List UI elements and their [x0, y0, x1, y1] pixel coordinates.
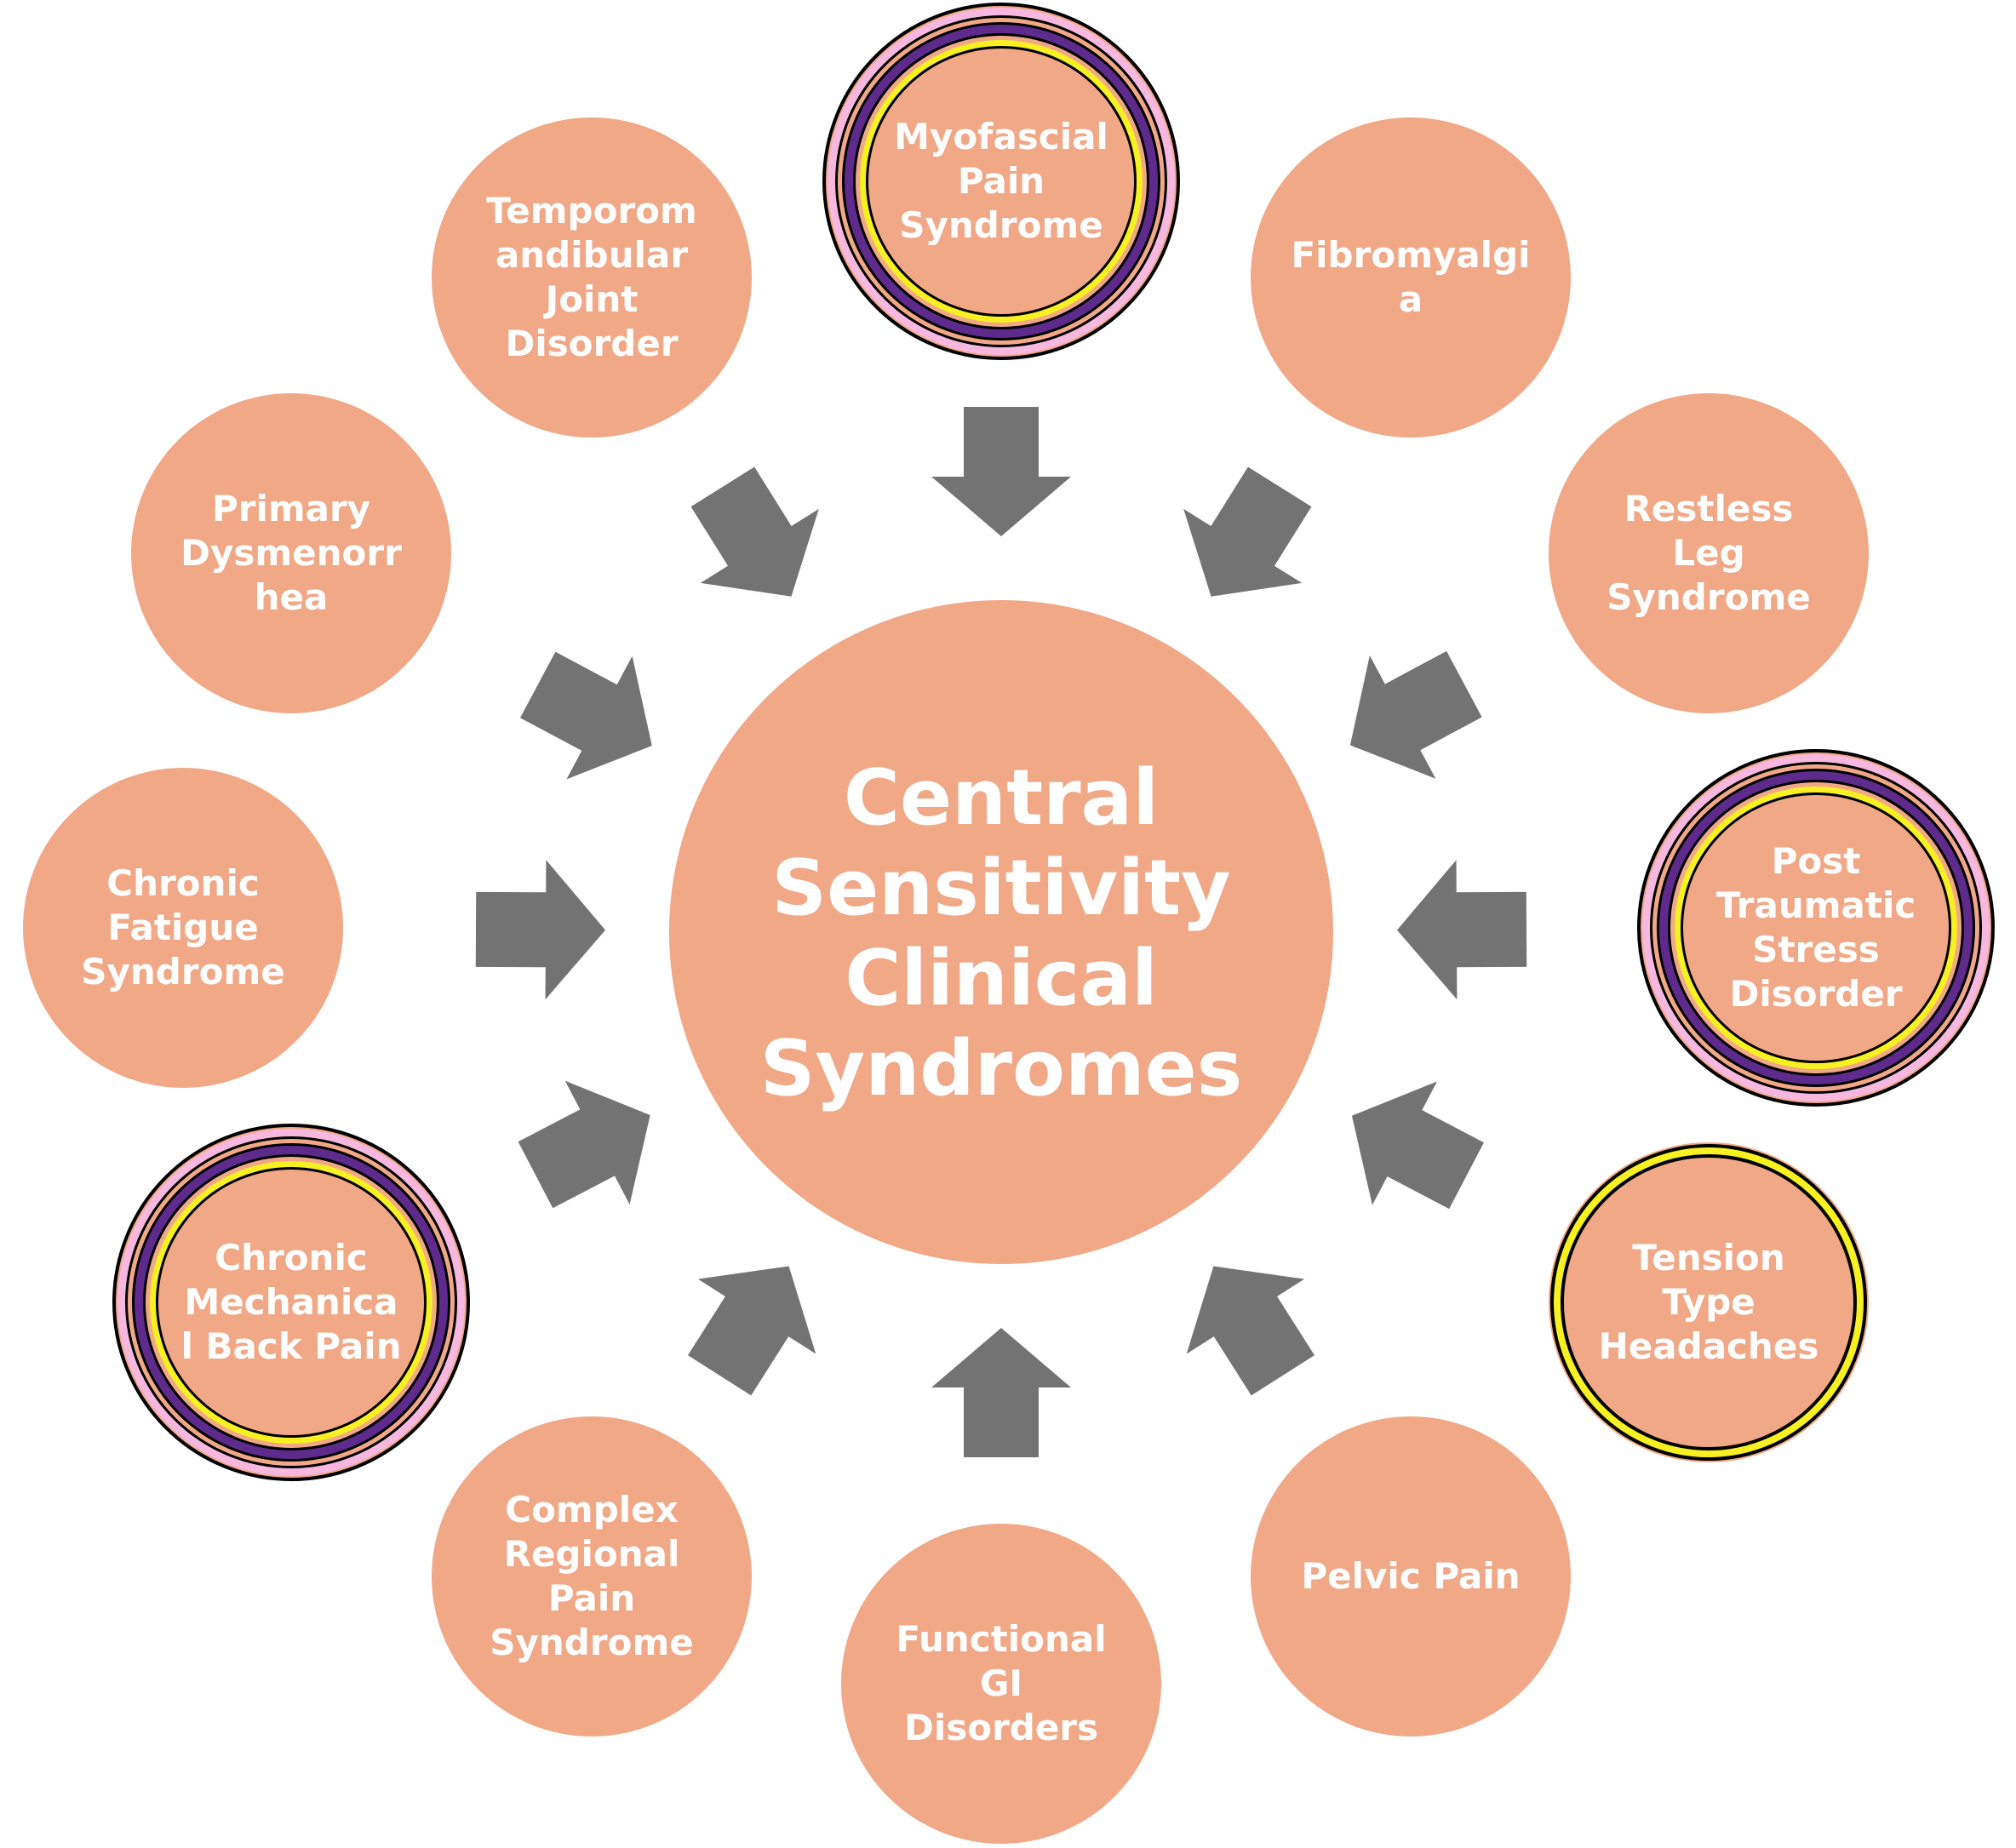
node-label-line: Joint — [543, 278, 639, 320]
node-label-line: andibular — [495, 234, 688, 276]
center-title-line: Central — [844, 753, 1159, 843]
node-label-line: Pelvic Pain — [1301, 1555, 1520, 1597]
node-label-line: a — [1399, 278, 1423, 320]
node-label-line: l Back Pain — [180, 1325, 401, 1367]
center-title-line: Syndromes — [760, 1024, 1243, 1113]
node-label-line: Stress — [1752, 929, 1880, 970]
node-label-line: Regional — [504, 1533, 680, 1575]
node-label-line: Fatigue — [107, 907, 259, 948]
node-circle — [1549, 393, 1869, 713]
node-circle — [23, 768, 343, 1088]
arrows-layer — [475, 407, 1527, 1457]
arrow-myofascial-pain-syndrome — [931, 407, 1071, 536]
node-label-line: GI — [980, 1662, 1022, 1704]
node-label-line: Pain — [958, 160, 1045, 202]
node-label-line: Tension — [1632, 1237, 1785, 1279]
node-circle — [432, 117, 752, 438]
node-label-line: Syndrome — [490, 1622, 693, 1663]
node-label-line: Functional — [896, 1618, 1106, 1660]
node-label-line: Temporom — [486, 190, 697, 232]
node-label-line: Chronic — [106, 862, 259, 904]
node-circle — [1549, 1142, 1869, 1462]
node-label: Pelvic Pain — [1301, 1555, 1520, 1597]
node-label-line: hea — [255, 576, 329, 618]
arrow-complex-regional-pain-syndrome — [687, 1266, 816, 1396]
node-label-line: Syndrome — [81, 951, 284, 993]
arrow-chronic-mechanical-back-pain — [518, 1080, 650, 1209]
center-title-line: Clinical — [845, 934, 1158, 1023]
node-label-line: Mechanica — [185, 1281, 398, 1323]
arrow-functional-gi-disorders — [931, 1328, 1071, 1457]
node-label-line: Complex — [505, 1489, 678, 1530]
arrow-tension-type-headaches — [1351, 1081, 1484, 1210]
arrow-chronic-fatigue-syndrome — [475, 860, 605, 1000]
node-label-line: Fibromyalgi — [1291, 234, 1530, 276]
node-circle — [1251, 1416, 1571, 1736]
node-label-line: Post — [1772, 840, 1861, 882]
node-label-line: Pain — [548, 1577, 635, 1619]
node-label-line: Disorder — [505, 323, 678, 364]
node-label-line: Dysmenorr — [180, 532, 402, 574]
node-label-line: Traumatic — [1716, 884, 1916, 926]
node-label-line: Primary — [212, 488, 370, 529]
node-label-line: Myofascial — [894, 116, 1108, 157]
node-circle — [432, 1416, 752, 1736]
node-circle — [1251, 117, 1571, 438]
node-label-line: Headaches — [1599, 1325, 1819, 1367]
node-circle — [868, 49, 1134, 314]
node-circle — [1683, 795, 1949, 1061]
arrow-restless-leg-syndrome — [1349, 650, 1482, 779]
node-label-line: Syndrome — [1606, 576, 1810, 618]
center-circle — [669, 600, 1333, 1264]
highlight-ring — [1554, 1147, 1864, 1457]
node-circle — [841, 1524, 1161, 1844]
node-pelvic-pain: Pelvic Pain — [1251, 1416, 1571, 1736]
arrow-fibromyalgia — [1183, 466, 1312, 597]
center-title-line: Sensitivity — [771, 844, 1230, 933]
arrow-primary-dysmenorrhea — [519, 651, 652, 780]
arrow-post-traumatic-stress-disorder — [1397, 860, 1527, 1000]
node-label-line: Type — [1662, 1281, 1755, 1323]
node-label-line: Restless — [1624, 488, 1794, 529]
arrow-temporomandibular-joint-disorder — [690, 466, 819, 597]
node-label-line: Syndrome — [899, 204, 1102, 246]
node-label-line: Chronic — [215, 1237, 367, 1279]
node-label-line: Leg — [1672, 532, 1744, 574]
node-circle — [131, 393, 451, 713]
node-label-line: Disorder — [1729, 973, 1902, 1015]
arrow-pelvic-pain — [1186, 1266, 1315, 1396]
node-circle — [158, 1170, 424, 1435]
node-label-line: Disorders — [904, 1707, 1098, 1748]
